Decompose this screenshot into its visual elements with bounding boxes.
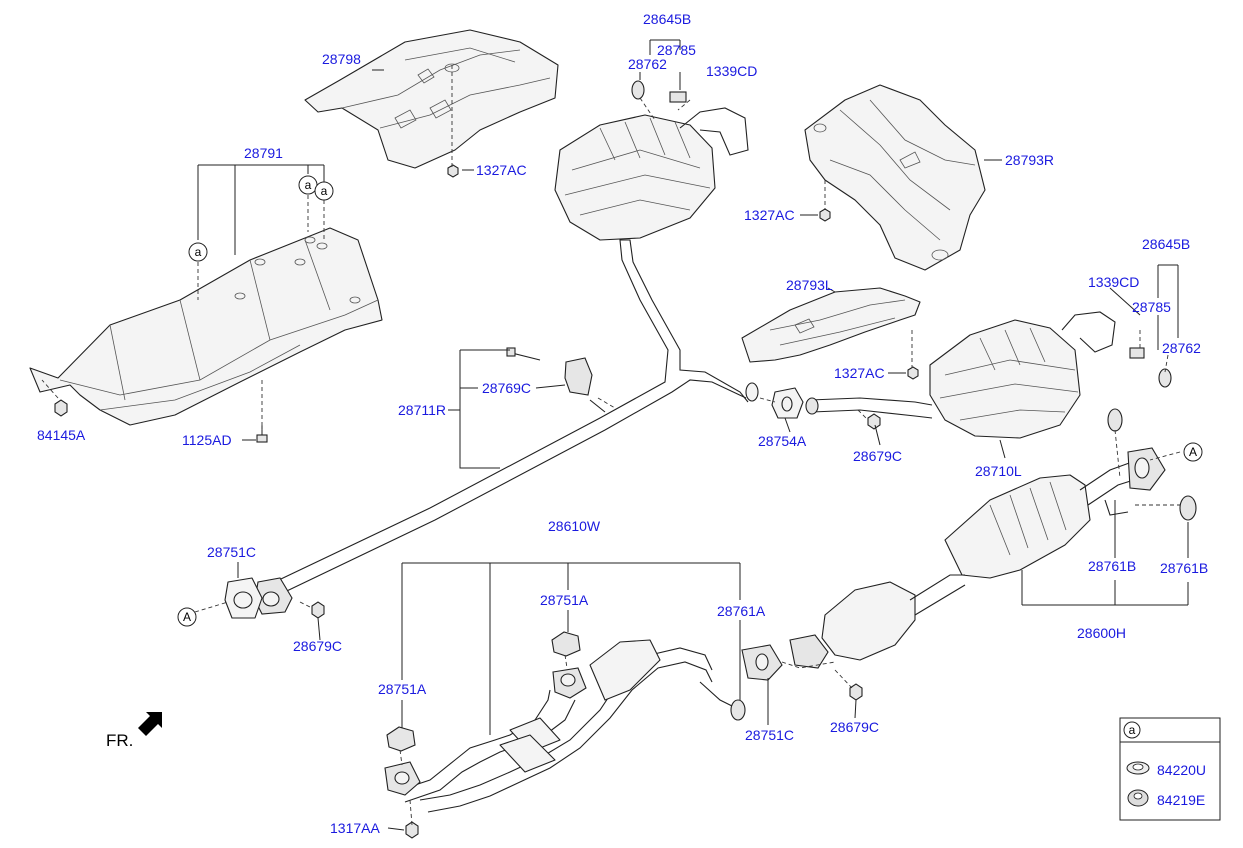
label-28711R: 28711R: [398, 402, 446, 418]
heat-shield-28793L: [741, 287, 921, 363]
label-28610W: 28610W: [548, 518, 601, 534]
label-28793R: 28793R: [1005, 152, 1054, 168]
label-28751A-lower: 28751A: [378, 681, 427, 697]
label-28751A-upper: 28751A: [540, 592, 589, 608]
label-28791: 28791: [244, 145, 283, 161]
label-28751C-left: 28751C: [207, 544, 256, 560]
label-1327AC-top: 1327AC: [476, 162, 527, 178]
label-84145A: 84145A: [37, 427, 86, 443]
heat-shield-28791: [29, 227, 383, 426]
grommet-84219E-icon: [1127, 789, 1149, 807]
hanger-28761B-right: [1179, 495, 1197, 521]
label-28793L: 28793L: [786, 277, 833, 293]
nut-1327AC-right: [819, 208, 831, 222]
nut-84145A: [54, 399, 68, 417]
label-28761A: 28761A: [717, 603, 766, 619]
dashed-leaders: [41, 65, 1181, 826]
svg-text:A: A: [1189, 445, 1197, 459]
label-28754A: 28754A: [758, 433, 807, 449]
circle-marker-a-3: a: [314, 181, 334, 201]
svg-text:A: A: [183, 610, 191, 624]
bracket-lines: [197, 39, 1189, 831]
label-1339CD-right: 1339CD: [1088, 274, 1139, 290]
nut-1327AC-mid: [907, 366, 919, 380]
label-28679C-mid: 28679C: [853, 448, 902, 464]
rear-muffler-28710R: [554, 80, 749, 241]
bolt-1125AD: [256, 425, 268, 443]
flange-gasket-28751C-left: [224, 577, 263, 619]
label-28710L: 28710L: [975, 463, 1022, 479]
hanger-28761A: [699, 681, 746, 721]
label-28785-right: 28785: [1132, 299, 1171, 315]
label-1327AC-mid: 1327AC: [834, 365, 885, 381]
front-direction-indicator: FR.: [106, 712, 162, 750]
label-28761B-left: 28761B: [1088, 558, 1136, 574]
label-28679C-left: 28679C: [293, 638, 342, 654]
hanger-28769C: [564, 357, 593, 396]
legend-header: a: [1129, 723, 1136, 737]
label-28679C-bottom: 28679C: [830, 719, 879, 735]
grommet-84220U-icon: [1126, 761, 1150, 775]
front-arrow-icon: [138, 712, 162, 736]
nut-28679C-bottom: [849, 683, 863, 701]
fastener-legend: a 84220U 84219E: [1119, 717, 1221, 821]
label-28645B-right: 28645B: [1142, 236, 1190, 252]
catalytic-converter-28600H: [789, 447, 1166, 669]
circle-marker-A-left: A: [177, 607, 197, 627]
svg-text:a: a: [321, 184, 328, 198]
front-direction-label: FR.: [106, 731, 133, 750]
nut-28679C-left: [311, 601, 325, 619]
part-labels: 28798 28791 84145A 1125AD 1327AC 28645B …: [37, 11, 1208, 836]
label-28761B-right: 28761B: [1160, 560, 1208, 576]
circle-marker-a-1: a: [188, 242, 208, 262]
label-28762-right: 28762: [1162, 340, 1201, 356]
hanger-28761B-left: [1107, 408, 1123, 432]
label-1327AC-right: 1327AC: [744, 207, 795, 223]
legend-item-84220U: 84220U: [1157, 762, 1206, 778]
gasket-28754A: [771, 387, 804, 419]
nut-1327AC-top: [447, 164, 459, 178]
label-1339CD-top: 1339CD: [706, 63, 757, 79]
center-pipe-28711R: [254, 239, 759, 615]
legend-item-84219E: 84219E: [1157, 792, 1205, 808]
front-pipe-28610W: [384, 631, 783, 813]
label-1317AA: 1317AA: [330, 820, 380, 836]
circle-marker-a-2: a: [298, 175, 318, 195]
label-1125AD: 1125AD: [182, 432, 232, 448]
label-28762-top: 28762: [628, 56, 667, 72]
rear-muffler-28710L: [805, 311, 1172, 439]
heat-shield-28793R: [804, 84, 986, 271]
label-28751C-bottom: 28751C: [745, 727, 794, 743]
label-28645B-top: 28645B: [643, 11, 691, 27]
nut-28679C-mid: [867, 413, 881, 430]
label-28798: 28798: [322, 51, 361, 67]
circle-marker-A-right: A: [1183, 442, 1203, 462]
svg-text:a: a: [195, 245, 202, 259]
heat-shield-28798: [304, 29, 559, 169]
label-28600H: 28600H: [1077, 625, 1126, 641]
label-28769C: 28769C: [482, 380, 531, 396]
label-28785-top: 28785: [657, 42, 696, 58]
svg-text:a: a: [305, 178, 312, 192]
